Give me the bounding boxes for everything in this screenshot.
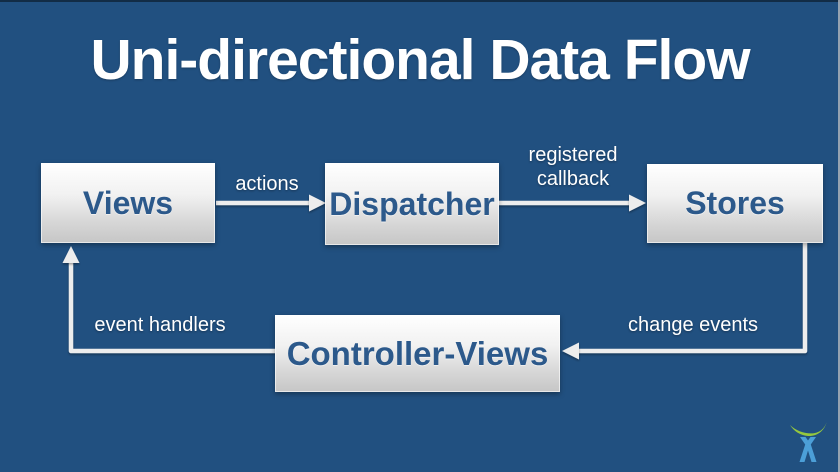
atlassian-logo-figure [799,437,817,462]
arrowhead-to-stores [629,194,646,212]
edge-label-registered-callback: registered callback [528,144,618,190]
node-controller-views-label: Controller-Views [286,334,549,372]
arrow-controller-views-to-views [68,262,275,354]
node-dispatcher: Dispatcher [325,163,499,245]
edge-label-event-handlers: event handlers [94,314,226,336]
atlassian-logo-arc [790,422,827,437]
arrowhead-to-dispatcher [309,194,326,212]
node-views: Views [41,163,215,243]
arrowhead-to-views [62,246,80,263]
node-dispatcher-label: Dispatcher [329,185,495,222]
edge-label-actions: actions [235,173,299,195]
edge-label-change-events: change events [627,314,759,336]
node-views-label: Views [82,184,174,221]
arrow-stores-to-controller-views [578,243,808,354]
node-controller-views: Controller-Views [275,315,560,392]
slide-title: Uni-directional Data Flow [90,28,750,92]
arrowhead-to-controller-views [562,342,579,360]
node-stores: Stores [647,164,823,243]
right-edge-line [838,0,840,472]
top-edge-line [0,0,840,2]
atlassian-logo [788,417,828,464]
node-stores-label: Stores [685,185,785,221]
atlassian-logo-icon [790,422,827,462]
